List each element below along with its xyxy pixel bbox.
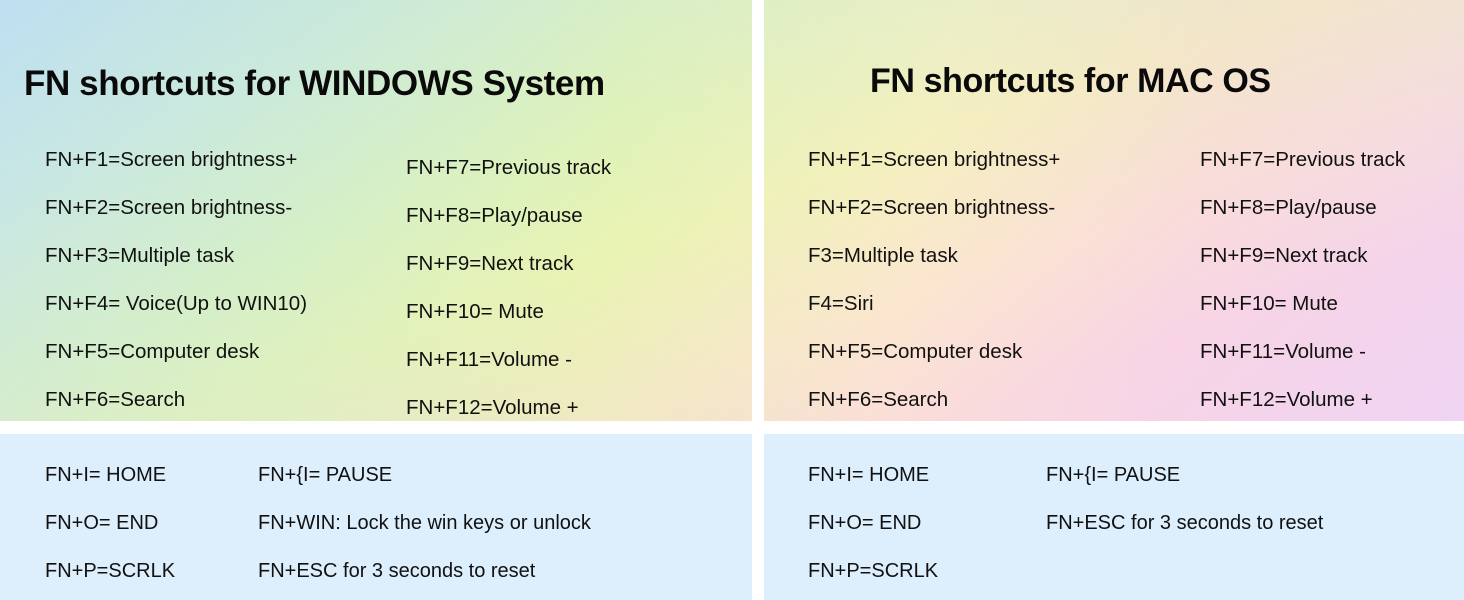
shortcut-row: FN+F1=Screen brightness+: [45, 148, 298, 171]
mac-extra-column-left: FN+I= HOME FN+O= END FN+P=SCRLK: [808, 451, 938, 595]
shortcut-row: FN+F3=Multiple task: [45, 244, 235, 267]
shortcut-row: FN+F8=Play/pause: [1200, 196, 1377, 219]
shortcut-row: FN+P=SCRLK: [808, 560, 939, 582]
windows-panel-title: FN shortcuts for WINDOWS System: [24, 64, 605, 103]
shortcut-row: FN+O= END: [45, 512, 159, 534]
shortcut-row: FN+F5=Computer desk: [45, 340, 260, 363]
mac-fn-column-right: FN+F7=Previous track FN+F8=Play/pause FN…: [1200, 136, 1405, 421]
shortcut-row: FN+I= HOME: [808, 464, 930, 486]
shortcut-row: FN+{I= PAUSE: [258, 464, 393, 486]
shortcut-row: FN+F12=Volume +: [406, 396, 579, 419]
shortcut-row: FN+F6=Search: [808, 388, 949, 411]
windows-fn-column-left: FN+F1=Screen brightness+ FN+F2=Screen br…: [45, 136, 307, 421]
shortcut-row: FN+F10= Mute: [1200, 292, 1338, 315]
shortcut-row: FN+F7=Previous track: [1200, 148, 1406, 171]
shortcut-row: FN+O= END: [808, 512, 922, 534]
shortcut-row: FN+F2=Screen brightness-: [808, 196, 1056, 219]
shortcut-row: FN+I= HOME: [45, 464, 167, 486]
mac-panel: FN shortcuts for MAC OS FN+F1=Screen bri…: [764, 0, 1464, 421]
shortcut-row: FN+F1=Screen brightness+: [808, 148, 1061, 171]
shortcut-row: FN+F4= Voice(Up to WIN10): [45, 292, 308, 315]
shortcut-row: FN+F7=Previous track: [406, 156, 612, 179]
mac-extra-panel: FN+I= HOME FN+O= END FN+P=SCRLK FN+{I= P…: [764, 434, 1464, 600]
shortcut-row: FN+F10= Mute: [406, 300, 544, 323]
shortcut-row: FN+F9=Next track: [406, 252, 574, 275]
mac-panel-title: FN shortcuts for MAC OS: [870, 62, 1271, 100]
shortcut-row: FN+ESC for 3 seconds to reset: [1046, 512, 1324, 534]
shortcut-row: FN+F6=Search: [45, 388, 186, 411]
shortcut-row: FN+F8=Play/pause: [406, 204, 583, 227]
windows-panel-background: [0, 0, 752, 421]
mac-panel-background: [764, 0, 1464, 421]
windows-extra-column-left: FN+I= HOME FN+O= END FN+P=SCRLK: [45, 451, 175, 595]
shortcut-row: FN+ESC for 3 seconds to reset: [258, 560, 536, 582]
shortcut-row: FN+P=SCRLK: [45, 560, 176, 582]
windows-fn-column-right: FN+F7=Previous track FN+F8=Play/pause FN…: [406, 144, 611, 421]
shortcut-row: FN+F5=Computer desk: [808, 340, 1023, 363]
shortcut-row: F4=Siri: [808, 292, 874, 315]
windows-extra-panel: FN+I= HOME FN+O= END FN+P=SCRLK FN+{I= P…: [0, 434, 752, 600]
shortcut-row: FN+WIN: Lock the win keys or unlock: [258, 512, 591, 534]
windows-extra-column-right: FN+{I= PAUSE FN+WIN: Lock the win keys o…: [258, 451, 591, 595]
shortcut-row: FN+F11=Volume -: [406, 348, 572, 371]
mac-fn-column-left: FN+F1=Screen brightness+ FN+F2=Screen br…: [808, 136, 1060, 421]
shortcut-row: FN+{I= PAUSE: [1046, 464, 1181, 486]
shortcut-row: F3=Multiple task: [808, 244, 958, 267]
shortcut-row: FN+F9=Next track: [1200, 244, 1368, 267]
shortcut-row: FN+F2=Screen brightness-: [45, 196, 293, 219]
shortcut-row: FN+F12=Volume +: [1200, 388, 1373, 411]
mac-extra-column-right: FN+{I= PAUSE FN+ESC for 3 seconds to res…: [1046, 451, 1323, 547]
shortcut-row: FN+F11=Volume -: [1200, 340, 1366, 363]
windows-panel: FN shortcuts for WINDOWS System FN+F1=Sc…: [0, 0, 752, 421]
